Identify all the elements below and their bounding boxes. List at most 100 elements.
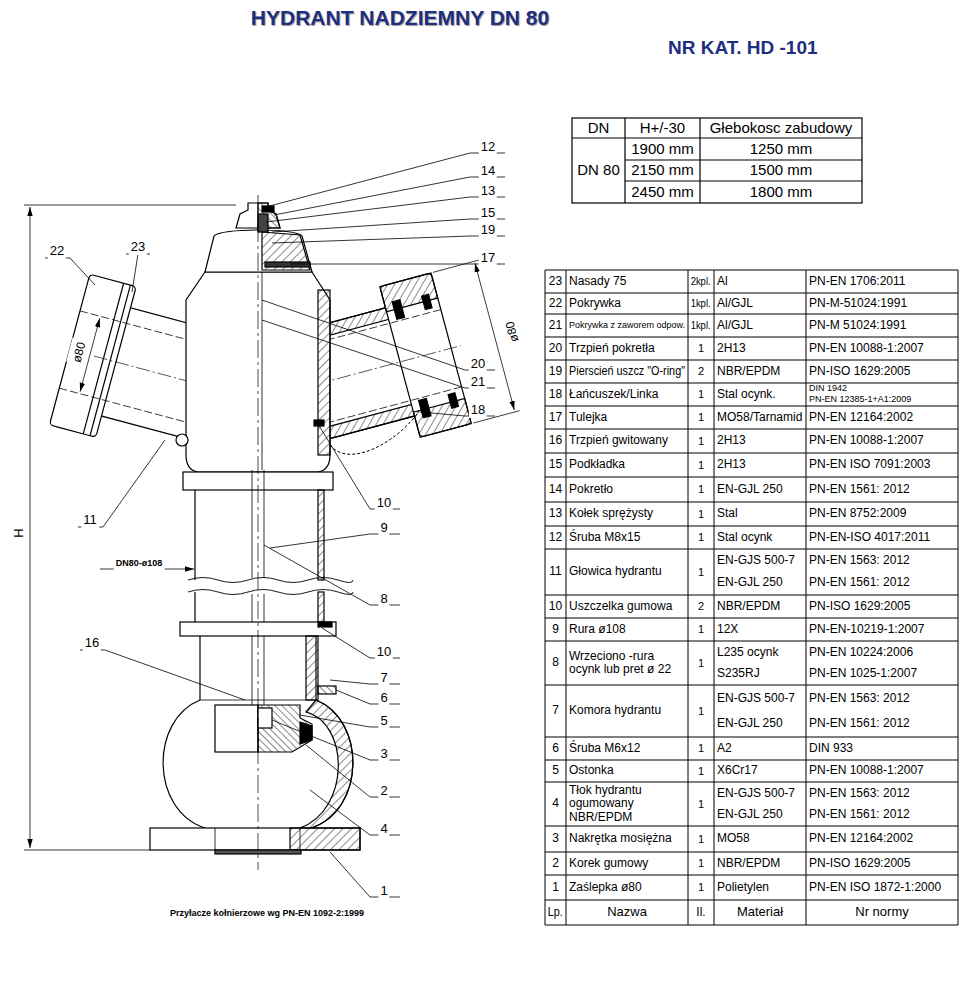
part-number-box: 20 (545, 337, 566, 360)
quantity: 1 (698, 435, 704, 447)
material: EN-GJL 250 (717, 808, 783, 821)
quantity-box: 1 (688, 502, 714, 526)
callout-number: 13 (481, 184, 495, 198)
callout-number: 17 (481, 251, 495, 265)
standard: PN-EN ISO 1872-1:2000 (809, 881, 941, 894)
table-cell: 1500 mm (750, 162, 813, 179)
material-box: Stal ocynk. (714, 383, 806, 406)
part-name: Nasady 75 (569, 275, 626, 288)
material-box: 2H13 (714, 429, 806, 453)
note-box: Przyłacze kołnierzowe wg PN-EN 1092-2:19… (168, 902, 366, 920)
material: 2H13 (717, 458, 746, 471)
standard-box: DIN 933 (806, 737, 958, 760)
quantity-box: 1 (688, 852, 714, 875)
part-name-box: Uszczelka gumowa (566, 595, 688, 618)
quantity: 1 (698, 483, 704, 495)
part-name: Łańcuszek/Linka (569, 388, 658, 401)
part-number: 23 (549, 275, 562, 288)
part-name-box: Trzpień gwitowany (566, 429, 688, 453)
quantity: 1 (698, 411, 704, 423)
part-name: Śruba M6x12 (569, 742, 640, 755)
table-cell: 2450 mm (631, 184, 694, 201)
callout-number: 16 (85, 636, 99, 650)
standard: PN-EN 12385-1+A1:2009 (809, 395, 911, 405)
standard-box: PN-ISO 1629:2005 (806, 852, 958, 875)
part-name-box: Ostonka (566, 760, 688, 782)
part-number-box: 10 (545, 595, 566, 618)
dimension-label: DN80-ø108 (116, 559, 163, 569)
material: NBR/EPDM (717, 857, 780, 870)
part-number-box: 8 (545, 641, 566, 685)
callout-number-box: 12 (479, 137, 497, 155)
dimension-label: H (12, 528, 26, 537)
standard: PN-EN 1563: 2012 (809, 554, 910, 567)
part-name-box: Zaślepka ø80 (566, 875, 688, 900)
standard: PN-EN 1563: 2012 (809, 692, 910, 705)
column-header: Il. (696, 906, 705, 919)
callout-number-box: 21 (469, 372, 487, 390)
standard: PN-EN 1561: 2012 (809, 717, 910, 730)
part-name: Nakrętka mosiężna (569, 832, 672, 845)
material-box: NBR/EPDM (714, 852, 806, 875)
quantity: 2kpl. (691, 275, 711, 287)
quantity: 1 (698, 566, 704, 578)
standard-box: PN-EN 10088-1:2007 (806, 429, 958, 453)
callout-number: 7 (380, 671, 387, 685)
standard: PN-EN 8752:2009 (809, 507, 906, 520)
part-number: 6 (552, 742, 559, 755)
table-cell-box: 1900 mm (625, 138, 700, 160)
material: 12X (717, 623, 738, 636)
callout-number: 3 (380, 747, 387, 761)
callout-number-box: 3 (378, 744, 389, 762)
column-header-box: Nazwa (566, 900, 688, 925)
part-name-box: Pokrywka z zaworem odpow. (566, 314, 688, 337)
part-number-box: 16 (545, 429, 566, 453)
standard: PN-EN 10088-1:2007 (809, 434, 924, 447)
part-number-box: 12 (545, 526, 566, 549)
quantity: 1 (698, 881, 704, 893)
part-number: 12 (549, 531, 562, 544)
callout-number: 1 (380, 884, 387, 898)
part-number: 7 (552, 704, 559, 717)
part-name-box: Wrzeciono -rura ocynk lub pret ø 22 (566, 641, 688, 685)
quantity-box: 2 (688, 360, 714, 383)
part-name-box: Łańcuszek/Linka (566, 383, 688, 406)
callout-number: 4 (380, 822, 387, 836)
material: MO58/Tarnamid (717, 411, 802, 424)
callout-number-box: 18 (469, 400, 487, 418)
standard: PN-EN 10088-1:2007 (809, 342, 924, 355)
part-number: 13 (549, 507, 562, 520)
material: Al (717, 275, 728, 288)
material: EN-GJL 250 (717, 576, 783, 589)
column-header: Materiał (737, 905, 783, 919)
part-number: 16 (549, 434, 562, 447)
material-box: EN-GJS 500-7 (714, 686, 806, 711)
callout-number-box: 20 (469, 354, 487, 372)
standard: PN-EN-10219-1:2007 (809, 623, 924, 636)
quantity: 1 (698, 508, 704, 520)
dimension-label: ø80 (503, 320, 521, 343)
callout-number: 21 (471, 375, 485, 389)
standard-box: PN-EN 1561: 2012 (806, 572, 958, 594)
material-box: Al (714, 270, 806, 293)
part-number: 2 (552, 857, 559, 870)
quantity-box: 1 (688, 737, 714, 760)
part-number-box: 7 (545, 685, 566, 737)
part-number: 20 (549, 342, 562, 355)
callout-number-box: 7 (378, 668, 389, 686)
callout-number-box: 14 (479, 161, 497, 179)
part-name-box: Pokretło (566, 477, 688, 502)
material-box: EN-GJL 250 (714, 804, 806, 825)
part-name: Pokretło (569, 483, 613, 496)
standard-box: PN-ISO 1629:2005 (806, 595, 958, 618)
standard-box: PN-EN 8752:2009 (806, 502, 958, 526)
quantity: 1kpl. (691, 297, 711, 309)
column-header: Nazwa (607, 905, 647, 919)
catalog-number: NR KAT. HD -101 (668, 38, 818, 59)
column-header-box: Materiał (714, 900, 806, 925)
part-number: 21 (549, 319, 562, 332)
part-number-box: 23 (545, 270, 566, 293)
part-number: 17 (549, 411, 562, 424)
part-name-box: Kołek sprężysty (566, 502, 688, 526)
quantity: 1 (698, 765, 704, 777)
